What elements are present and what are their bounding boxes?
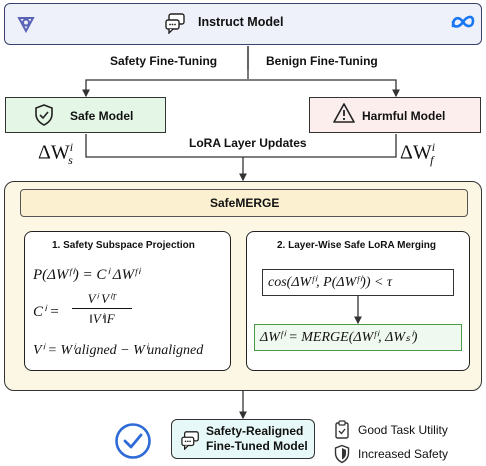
safe-model-box bbox=[5, 97, 166, 133]
safety-subspace-panel bbox=[24, 231, 231, 371]
benign-fine-tuning-label: Benign Fine-Tuning bbox=[266, 54, 378, 68]
meta-logo-icon bbox=[451, 15, 475, 28]
cosine-condition: cos(ΔWᶠⁱ, P(ΔWᶠⁱ)) < τ bbox=[268, 275, 392, 290]
instruct-model-label: Instruct Model bbox=[198, 15, 284, 29]
harmful-weight-label: ΔWif bbox=[400, 140, 436, 167]
shield-icon bbox=[334, 444, 350, 464]
instruct-model-box bbox=[4, 3, 482, 45]
ibm-logo-icon bbox=[17, 17, 35, 34]
cosine-condition-box bbox=[262, 269, 454, 296]
projection-matrix-denominator: ‖Vⁱ‖F bbox=[89, 311, 115, 326]
warning-triangle-icon bbox=[333, 103, 355, 123]
check-circle-icon bbox=[115, 423, 151, 459]
lora-merging-title: 2. Layer-Wise Safe LoRA Merging bbox=[277, 240, 437, 251]
safety-subspace-title: 1. Safety Subspace Projection bbox=[52, 240, 195, 251]
safety-fine-tuning-label: Safety Fine-Tuning bbox=[110, 54, 218, 68]
merge-equation-box bbox=[254, 324, 462, 351]
lora-updates-label: LoRA Layer Updates bbox=[189, 136, 307, 150]
safemerge-label: SafeMERGE bbox=[210, 196, 280, 210]
final-model-line1: Safety-Realigned bbox=[206, 424, 304, 438]
final-model-label: Safety-Realigned Fine-Tuned Model bbox=[206, 424, 308, 454]
merge-equation: ΔWᶠⁱ = MERGE(ΔWᶠⁱ, ΔWₛⁱ) bbox=[260, 330, 418, 345]
projection-equation: P(ΔWᶠⁱ) = Cⁱ ΔWᶠⁱ bbox=[33, 267, 140, 283]
chat-bubble-icon bbox=[165, 13, 185, 34]
safemerge-header-box bbox=[20, 189, 468, 217]
final-model-line2: Fine-Tuned Model bbox=[206, 439, 308, 453]
shield-check-icon bbox=[35, 104, 53, 126]
harmful-model-label: Harmful Model bbox=[362, 109, 446, 123]
projection-matrix-lhs: Cⁱ = bbox=[33, 304, 60, 320]
safe-model-label: Safe Model bbox=[70, 109, 134, 123]
final-chat-bubble-icon bbox=[181, 431, 199, 450]
clipboard-check-icon bbox=[335, 420, 349, 439]
legend-increased-safety: Increased Safety bbox=[358, 447, 449, 461]
arrow-to-harmful bbox=[248, 79, 400, 98]
alignment-vector-equation: Vⁱ = Wⁱaligned − Wⁱunaligned bbox=[33, 343, 204, 358]
fraction-bar bbox=[72, 308, 132, 309]
arrow-to-safe bbox=[82, 79, 248, 98]
legend-good-task-utility: Good Task Utility bbox=[358, 423, 448, 437]
projection-matrix-numerator: Vⁱ Vⁱᵀ bbox=[87, 291, 117, 306]
safe-weight-label: ΔWis bbox=[38, 140, 74, 167]
